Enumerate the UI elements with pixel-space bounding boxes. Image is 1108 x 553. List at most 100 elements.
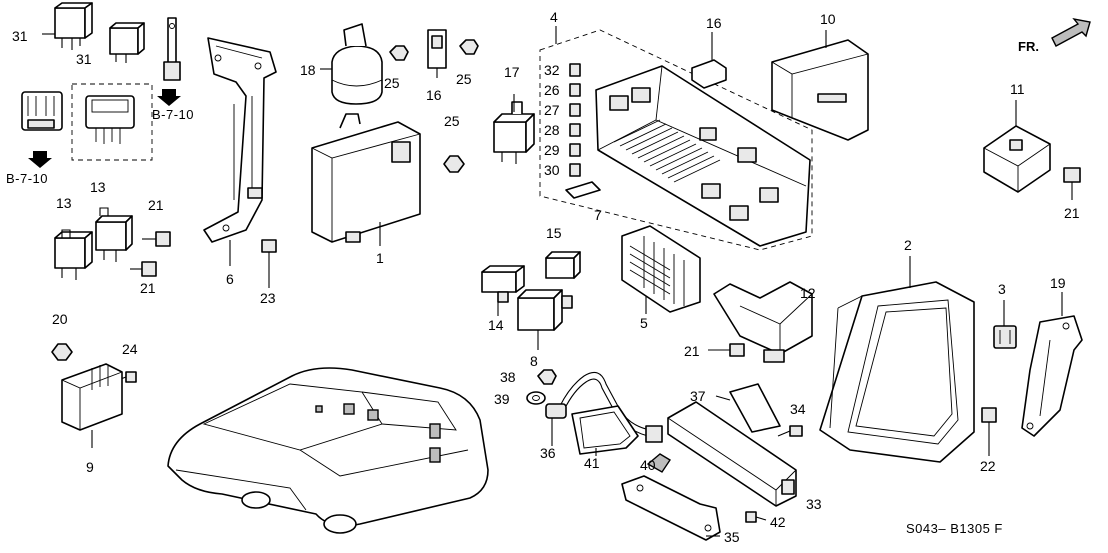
callout-38: 38	[500, 369, 516, 385]
callout-23: 23	[260, 290, 276, 306]
clip-3	[993, 325, 1017, 349]
callout-13-a: 13	[56, 195, 72, 211]
screw-34	[777, 425, 803, 437]
callout-9: 9	[86, 459, 94, 475]
callout-41: 41	[584, 455, 600, 471]
callout-25-b: 25	[456, 71, 472, 87]
callout-35: 35	[724, 529, 740, 545]
cover-5	[621, 225, 701, 313]
bolt-23	[261, 239, 277, 288]
callout-8: 8	[530, 353, 538, 369]
control-unit-33	[667, 401, 797, 507]
callout-11: 11	[1010, 81, 1025, 97]
callout-21-b: 21	[140, 280, 156, 296]
callout-21-d: 21	[684, 343, 700, 359]
clip-42	[745, 511, 757, 523]
vehicle-outline	[167, 367, 489, 534]
callout-14: 14	[488, 317, 504, 333]
fuse-set	[569, 63, 581, 177]
callout-25-c: 25	[444, 113, 460, 129]
bolt-21-b	[130, 261, 157, 277]
bracket-6	[203, 37, 277, 243]
callout-42: 42	[770, 514, 786, 530]
callout-21-c: 21	[1064, 205, 1080, 221]
callout-10: 10	[820, 11, 836, 27]
callout-30: 30	[544, 162, 560, 178]
front-direction-label: FR.	[1018, 39, 1039, 54]
callout-12: 12	[800, 285, 816, 301]
relay-16-a	[427, 29, 447, 78]
bolt-21-d	[708, 343, 745, 357]
ref-arrow-upper	[157, 89, 181, 106]
clip-20	[51, 343, 73, 361]
connector-holder	[21, 91, 63, 131]
callout-28: 28	[544, 122, 560, 138]
callout-18: 18	[300, 62, 316, 78]
ground-strap	[163, 17, 181, 81]
relay-13-b	[95, 207, 133, 262]
callout-39: 39	[494, 391, 510, 407]
clip-40	[646, 453, 671, 473]
relay-14	[481, 265, 525, 303]
callout-15: 15	[546, 225, 562, 241]
callout-27: 27	[544, 102, 560, 118]
pad-41	[571, 405, 639, 455]
sheet-37	[729, 383, 781, 433]
callout-40: 40	[640, 457, 656, 473]
callout-32: 32	[544, 62, 560, 78]
callout-34: 34	[790, 401, 806, 417]
callout-20: 20	[52, 311, 68, 327]
callout-4: 4	[550, 9, 558, 25]
relay-13-a	[54, 229, 93, 280]
front-direction-arrow	[1051, 17, 1091, 47]
multi-connector	[85, 95, 135, 144]
nut-25-a	[389, 45, 409, 61]
nut-38	[537, 369, 557, 385]
washer-39	[526, 391, 546, 405]
relay-16-b	[691, 32, 727, 89]
relay-31-a	[54, 2, 93, 50]
sensor-harness	[545, 371, 663, 443]
relay-11	[983, 125, 1051, 193]
callout-7: 7	[594, 207, 602, 223]
callout-2: 2	[904, 237, 912, 253]
relay-31-b	[109, 22, 145, 63]
callout-3: 3	[998, 281, 1006, 297]
relay-17	[493, 101, 535, 164]
control-unit-1	[311, 113, 421, 243]
fuse-box-assembly	[539, 29, 813, 251]
control-unit-12	[713, 281, 813, 363]
callout-22: 22	[980, 458, 996, 474]
bolt-22	[981, 407, 997, 456]
bolt-21-a	[142, 231, 171, 247]
bolt-21-c	[1063, 167, 1081, 200]
callout-33: 33	[806, 496, 822, 512]
callout-29: 29	[544, 142, 560, 158]
callout-24: 24	[122, 341, 138, 357]
relay-8	[517, 289, 573, 331]
nut-25-b	[459, 39, 479, 55]
diagram-code: S043– B1305 F	[906, 521, 1003, 536]
control-unit-2	[819, 281, 975, 463]
callout-19: 19	[1050, 275, 1066, 291]
callout-5: 5	[640, 315, 648, 331]
callout-ref-b710-lower: B-7-10	[6, 171, 49, 186]
ref-arrow-lower	[28, 151, 52, 168]
bracket-19	[1021, 315, 1083, 437]
callout-31-b: 31	[76, 51, 92, 67]
callout-6: 6	[226, 271, 234, 287]
module-9	[61, 363, 123, 431]
callout-16-a: 16	[426, 87, 442, 103]
callout-37: 37	[690, 388, 706, 404]
callout-17: 17	[504, 64, 520, 80]
callout-ref-b710-upper: B-7-10	[152, 107, 195, 122]
control-unit-10	[771, 39, 869, 141]
nut-25-c	[443, 155, 465, 173]
callout-25-a: 25	[384, 75, 400, 91]
callout-16-b: 16	[706, 15, 722, 31]
callout-13-b: 13	[90, 179, 106, 195]
callout-26: 26	[544, 82, 560, 98]
bracket-35	[621, 475, 721, 541]
relay-18	[331, 23, 383, 105]
